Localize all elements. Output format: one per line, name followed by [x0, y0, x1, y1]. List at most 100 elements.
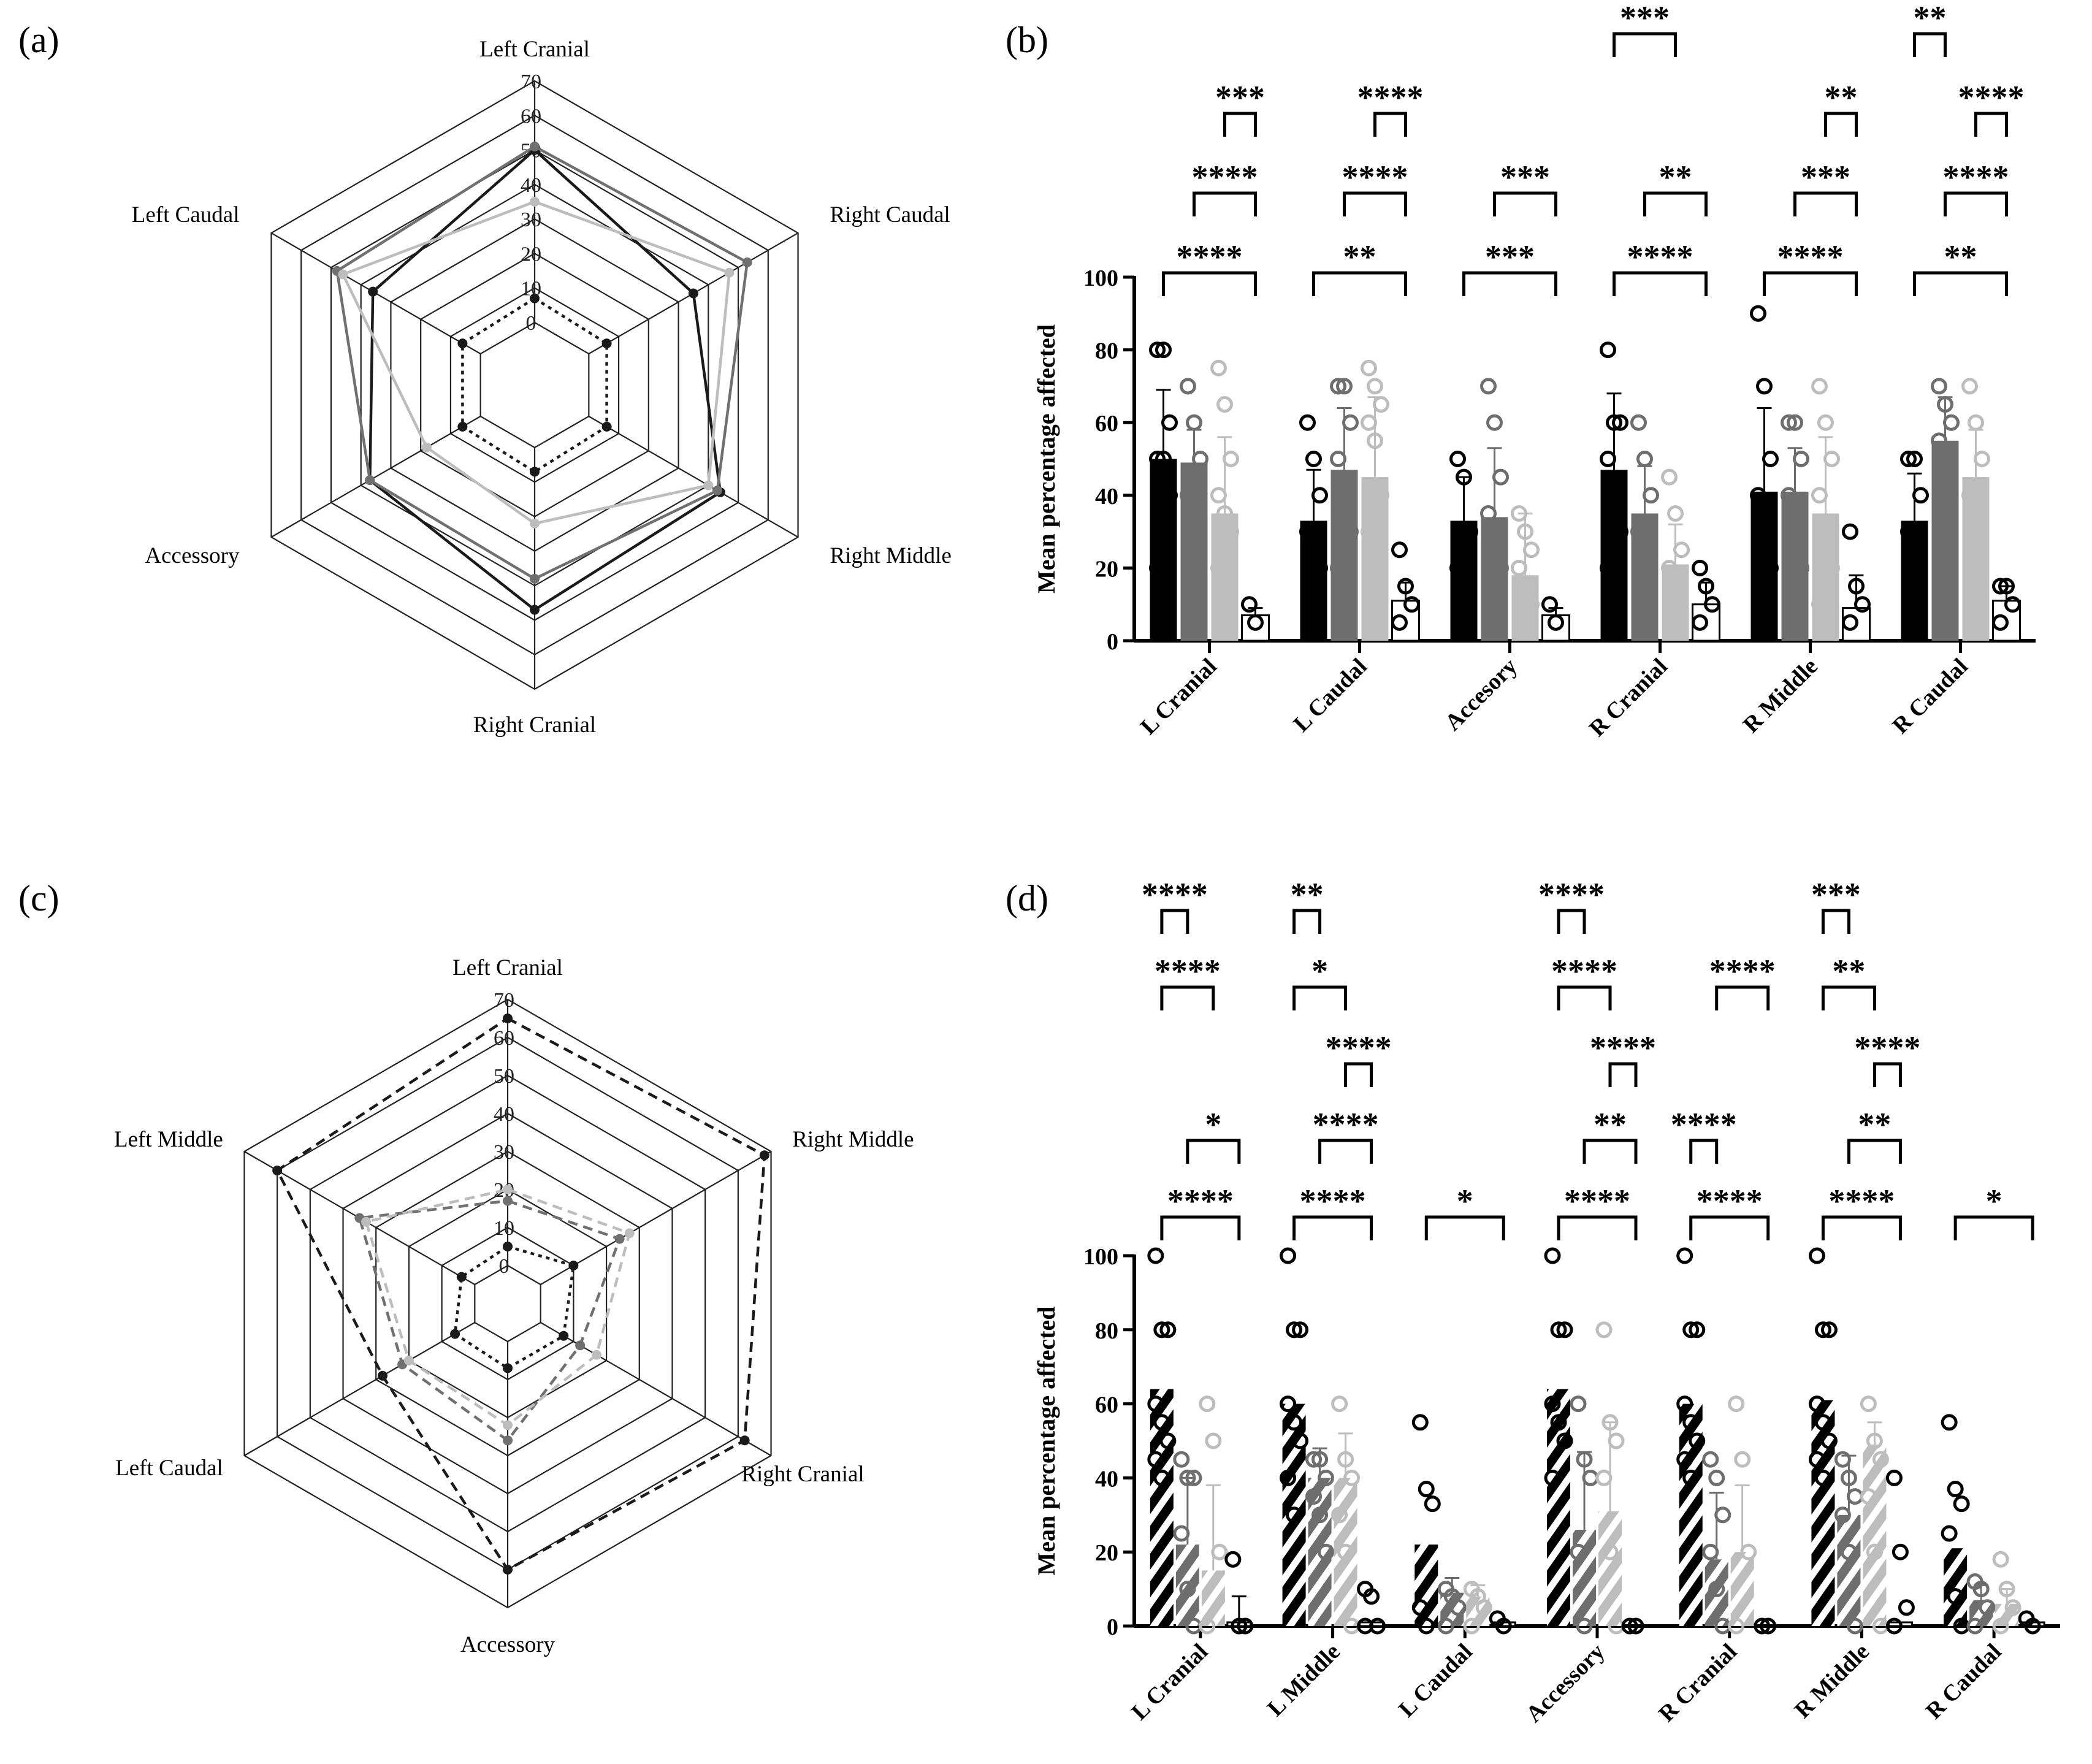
data-point	[1159, 1432, 1177, 1449]
data-point	[1342, 414, 1359, 431]
data-point	[1600, 559, 1616, 576]
significance-label: ****	[1697, 1183, 1763, 1220]
radar-axis-label: Left Caudal	[115, 1456, 223, 1481]
data-point	[1280, 1469, 1297, 1486]
data-point	[1331, 1396, 1348, 1413]
data-point	[1210, 359, 1227, 376]
data-point	[1612, 523, 1628, 540]
y-tick-label: 60	[1095, 411, 1118, 437]
significance-bracket	[1557, 985, 1612, 1010]
bar	[1150, 459, 1177, 641]
data-point	[1992, 1551, 2009, 1568]
x-tick-label: R Middle	[1738, 654, 1823, 738]
data-point	[1361, 359, 1377, 376]
radar-tick-label: 60	[494, 1027, 514, 1050]
significance-bracket	[1292, 909, 1322, 934]
radar-point	[377, 1370, 387, 1381]
y-tick-label: 0	[1107, 629, 1118, 655]
data-point	[1689, 1432, 1706, 1449]
y-axis-title: Mean percentage affected	[1033, 1306, 1060, 1575]
data-point	[1517, 578, 1533, 595]
data-point	[1556, 1432, 1573, 1449]
data-point	[1153, 1321, 1170, 1338]
data-point	[1361, 414, 1377, 431]
data-point	[1689, 1321, 1706, 1338]
radar-axis-label: Left Cranial	[479, 37, 590, 62]
radar-tick-label: 30	[521, 208, 541, 231]
bar	[1450, 521, 1478, 641]
data-point	[1787, 523, 1803, 540]
significance-label: ****	[1958, 79, 2025, 116]
data-point	[1449, 451, 1466, 467]
data-point	[1211, 1543, 1228, 1560]
y-tick-label: 20	[1095, 556, 1118, 582]
significance-bracket	[1582, 1139, 1638, 1164]
data-point	[1330, 559, 1346, 576]
data-point	[1740, 1543, 1757, 1560]
y-tick-label: 80	[1095, 338, 1118, 364]
radar-tick-label: 20	[521, 243, 541, 265]
data-point	[1449, 559, 1466, 576]
data-point	[1342, 523, 1359, 540]
data-point	[1330, 378, 1346, 395]
significance-bracket	[1643, 191, 1708, 216]
data-point	[1968, 596, 1984, 613]
data-point	[1702, 1543, 1719, 1560]
data-point	[2024, 1617, 2041, 1635]
data-point	[1676, 1451, 1693, 1468]
x-tick-label: R Cranial	[1654, 1639, 1742, 1727]
data-point	[1153, 1414, 1170, 1431]
data-point	[1756, 523, 1773, 540]
data-point	[1149, 451, 1166, 467]
data-point	[1147, 1451, 1164, 1468]
significance-label: ****	[1671, 1106, 1737, 1143]
radar-tick-label: 0	[499, 1255, 510, 1278]
data-point	[1762, 559, 1779, 576]
bar	[1812, 513, 1839, 641]
significance-label: **	[1291, 876, 1324, 913]
data-point	[1912, 487, 1929, 504]
data-point	[1698, 578, 1714, 595]
significance-bracket	[1292, 985, 1348, 1010]
data-point	[1848, 578, 1865, 595]
data-point	[1173, 1525, 1190, 1542]
data-point	[1734, 1451, 1751, 1468]
data-point	[1979, 1599, 1996, 1616]
significance-bracket	[1821, 909, 1850, 934]
data-point	[1456, 468, 1472, 486]
radar-point	[575, 1340, 586, 1351]
y-tick-label: 80	[1095, 1318, 1118, 1344]
data-point	[1305, 1451, 1323, 1468]
data-point	[1866, 1432, 1883, 1449]
data-point	[1523, 596, 1540, 613]
radar-tick-label: 70	[521, 71, 541, 93]
data-point	[1159, 1321, 1177, 1338]
radar-point	[503, 1420, 513, 1430]
data-point	[1149, 559, 1166, 576]
significance-label: ****	[1564, 1183, 1630, 1220]
data-point	[1544, 1247, 1561, 1264]
data-point	[1708, 1469, 1725, 1486]
data-point	[1511, 505, 1527, 522]
data-point	[1286, 1414, 1303, 1431]
bar	[1962, 477, 1990, 641]
data-point	[1823, 451, 1840, 467]
radar-point	[624, 1228, 635, 1239]
data-point	[1676, 1247, 1693, 1264]
radar-point	[503, 1242, 513, 1251]
significance-bracket	[1793, 191, 1858, 216]
data-point	[1480, 505, 1497, 522]
radar-point	[421, 442, 432, 452]
significance-bracket	[1160, 985, 1215, 1010]
data-point	[1754, 1617, 1771, 1635]
significance-label: **	[1914, 0, 1947, 36]
data-point	[1205, 1432, 1222, 1449]
data-point	[1811, 596, 1828, 613]
data-point	[1892, 1543, 1909, 1560]
data-point	[1781, 414, 1797, 431]
data-point	[1462, 523, 1478, 540]
significance-bracket	[1424, 1215, 1505, 1240]
data-point	[1842, 614, 1858, 631]
significance-bracket	[1944, 191, 2008, 216]
